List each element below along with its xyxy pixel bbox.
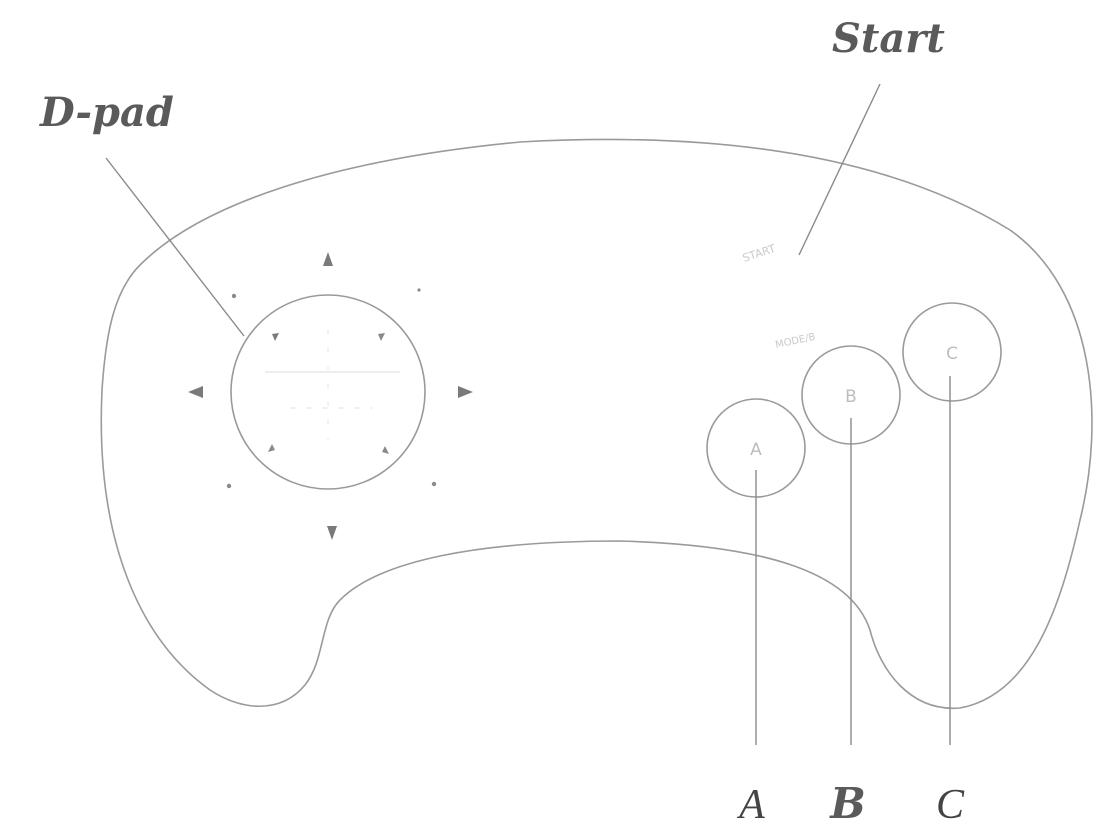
start-leader-line — [798, 83, 881, 256]
arrow-down-icon — [327, 526, 337, 540]
controller-body — [100, 138, 1093, 709]
mode-imprint: MODE/B — [774, 332, 816, 351]
diagonal-dot-icon — [231, 293, 237, 299]
b-button-label: B — [845, 387, 857, 407]
diagonal-dot-icon — [417, 288, 421, 292]
arrow-left-icon — [188, 386, 203, 398]
dpad-leader-line — [105, 157, 245, 337]
b-label: B — [829, 779, 866, 828]
dpad-label: D-pad — [39, 89, 174, 136]
c-button-label: C — [946, 344, 958, 364]
start-imprint: START — [741, 242, 778, 265]
diagonal-tick-icon — [268, 444, 275, 452]
c-button[interactable]: C — [902, 302, 1002, 402]
dpad-circle[interactable] — [230, 294, 426, 490]
arrow-right-icon — [458, 386, 473, 398]
c-label: C — [936, 782, 965, 828]
start-label: Start — [832, 15, 945, 62]
diagonal-dot-icon — [226, 483, 232, 489]
diagonal-tick-icon — [378, 333, 385, 341]
diagonal-tick-icon — [272, 333, 279, 341]
arrow-up-icon — [323, 252, 333, 266]
diagonal-tick-icon — [382, 446, 389, 454]
a-button-label: A — [750, 440, 762, 460]
diagonal-dot-icon — [431, 481, 437, 487]
dpad[interactable] — [230, 294, 426, 490]
a-label: A — [736, 782, 765, 828]
